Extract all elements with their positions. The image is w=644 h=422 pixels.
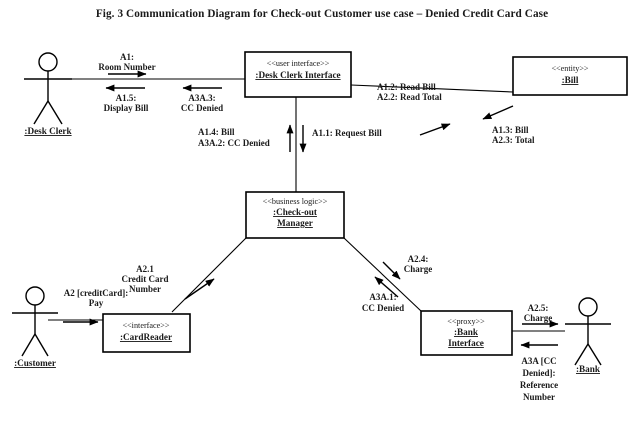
svg-text:A1.1: Request Bill: A1.1: Request Bill [312,128,382,138]
svg-text:CC Denied: CC Denied [362,303,404,313]
object-desk-clerk-interface[interactable]: <<user interface>> :Desk Clerk Interface [244,51,352,98]
label-cc-denied-manager: A3A.1: CC Denied [362,292,404,313]
object-bill[interactable]: <<entity>> :Bill [512,56,628,96]
bank-interface-name-line1: :Bank [454,327,479,337]
object-card-reader[interactable]: <<interface>> :CardReader [102,313,191,353]
checkout-manager-name-line1: :Check-out [273,207,318,217]
label-request-bill: A1.1: Request Bill [312,128,382,138]
actor-customer-label: :Customer [14,358,56,368]
svg-text:Pay: Pay [89,298,104,308]
arrow-read-bill-total [419,123,451,136]
label-charge-bank: A2.5: Charge [524,303,553,323]
link-manager-to-cardreader [171,237,247,313]
svg-text:A3A [CC: A3A [CC [521,356,556,366]
svg-text:A2.4:: A2.4: [408,254,429,264]
actor-customer[interactable]: :Customer [12,286,58,368]
svg-text:Credit Card: Credit Card [121,274,168,284]
label-reference-number: A3A [CC Denied]: Reference Number [520,356,558,402]
object-bank-interface[interactable]: <<proxy>> :Bank Interface [420,310,513,356]
svg-text:A2 [creditCard]:: A2 [creditCard]: [64,288,129,298]
svg-text:A1:: A1: [120,52,134,62]
svg-text:A2.1: A2.1 [136,264,154,274]
arrow-bill-total [482,105,514,120]
svg-text:A1.3: Bill: A1.3: Bill [492,125,529,135]
bill-stereotype: <<entity>> [551,64,588,73]
label-cc-denied-clerk: A3A.3: CC Denied [181,93,223,113]
object-checkout-manager[interactable]: <<business logic>> :Check-out Manager [245,191,345,239]
bank-interface-stereotype: <<proxy>> [447,317,485,326]
label-charge-manager: A2.4: Charge [404,254,433,274]
svg-text:A2.5:: A2.5: [528,303,549,313]
actor-desk-clerk[interactable]: :Desk Clerk [24,52,72,136]
desk-clerk-interface-stereotype: <<user interface>> [267,59,330,68]
svg-text:A3A.2: CC Denied: A3A.2: CC Denied [198,138,270,148]
svg-text:Denied]:: Denied]: [523,368,556,378]
svg-text:Charge: Charge [524,313,553,323]
svg-text:Number: Number [129,284,161,294]
arrow-credit-card-number [184,278,215,300]
svg-text:A2.2: Read Total: A2.2: Read Total [377,92,442,102]
label-bill-cc-denied: A1.4: Bill A3A.2: CC Denied [198,127,270,148]
svg-text:A1.4: Bill: A1.4: Bill [198,127,235,137]
link-interface-to-bill [350,84,514,93]
label-credit-card-number: A2.1 Credit Card Number [121,264,168,294]
bank-interface-name-line2: Interface [448,338,484,348]
svg-text:A2.3: Total: A2.3: Total [492,135,535,145]
svg-text:Charge: Charge [404,264,433,274]
desk-clerk-interface-name: :Desk Clerk Interface [255,70,340,80]
arrow-charge-manager [382,261,401,280]
svg-text:A3A.1:: A3A.1: [369,292,396,302]
bill-name: :Bill [562,75,579,85]
svg-text:A3A.3:: A3A.3: [188,93,215,103]
svg-text:Display Bill: Display Bill [104,103,149,113]
svg-text:A1.5:: A1.5: [116,93,137,103]
label-bill-total: A1.3: Bill A2.3: Total [492,125,535,145]
svg-text:Number: Number [523,392,555,402]
label-room-number: A1: Room Number [98,52,155,72]
label-display-bill: A1.5: Display Bill [104,93,149,113]
card-reader-name: :CardReader [120,332,172,342]
label-read-bill-total: A1.2: Read Bill A2.2: Read Total [377,82,442,102]
svg-text:A1.2: Read Bill: A1.2: Read Bill [377,82,436,92]
svg-text:Reference: Reference [520,380,558,390]
svg-text:Room Number: Room Number [98,62,155,72]
actor-desk-clerk-label: :Desk Clerk [24,126,72,136]
actor-bank-label: :Bank [576,364,601,374]
checkout-manager-name-line2: Manager [277,218,313,228]
checkout-manager-stereotype: <<business logic>> [263,197,328,206]
svg-text:CC Denied: CC Denied [181,103,223,113]
card-reader-stereotype: <<interface>> [122,321,169,330]
actor-bank[interactable]: :Bank [565,297,611,374]
figure-title: Fig. 3 Communication Diagram for Check-o… [95,8,549,20]
arrow-cc-denied-manager [374,276,399,298]
link-manager-to-bankinterface [343,237,422,312]
label-pay: A2 [creditCard]: Pay [64,288,129,308]
